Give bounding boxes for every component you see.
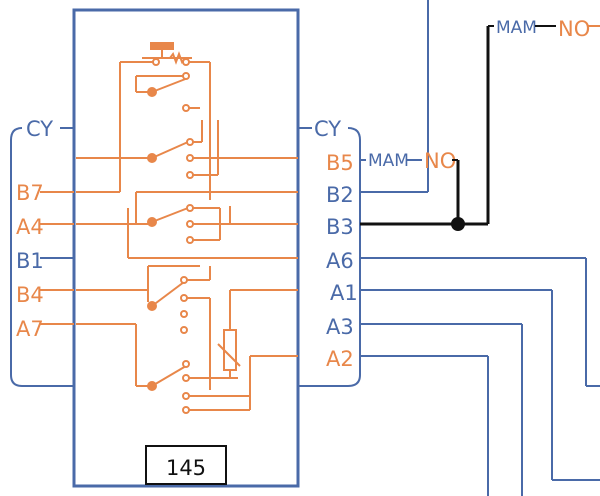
left-pin-label: B4 (16, 283, 44, 307)
internal-wiring (76, 42, 298, 414)
right-group-label: CY (314, 117, 341, 141)
right-pin-label: A3 (326, 315, 354, 339)
left-connector-bracket (10, 127, 74, 387)
component-number: 145 (166, 456, 206, 480)
left-pin-label: A4 (16, 215, 44, 239)
pushbutton-actuator (150, 42, 174, 50)
relay-housing (72, 8, 300, 488)
right-pin-label: A1 (330, 281, 358, 305)
right-pin-label: A2 (326, 347, 354, 371)
top-connector-label-b: NO (558, 17, 590, 41)
left-pin-label: B7 (16, 181, 44, 205)
mid-connector-label-a: MAM (368, 151, 409, 171)
top-connector-label-a: MAM (496, 18, 537, 38)
left-group-label: CY (26, 117, 53, 141)
right-pin-label: B3 (326, 215, 354, 239)
right-connector-bracket (298, 127, 361, 387)
mid-connector-label-b: NO (424, 149, 456, 173)
left-pin-label: B1 (16, 249, 44, 273)
component-number-box (145, 445, 227, 485)
right-pin-label: A6 (326, 249, 354, 273)
splice-node (451, 217, 465, 231)
right-pin-label: B2 (326, 183, 354, 207)
splice-wiring (360, 26, 490, 226)
left-pin-label: A7 (16, 317, 44, 341)
external-wiring (360, 0, 600, 496)
right-pin-label: B5 (326, 151, 354, 175)
